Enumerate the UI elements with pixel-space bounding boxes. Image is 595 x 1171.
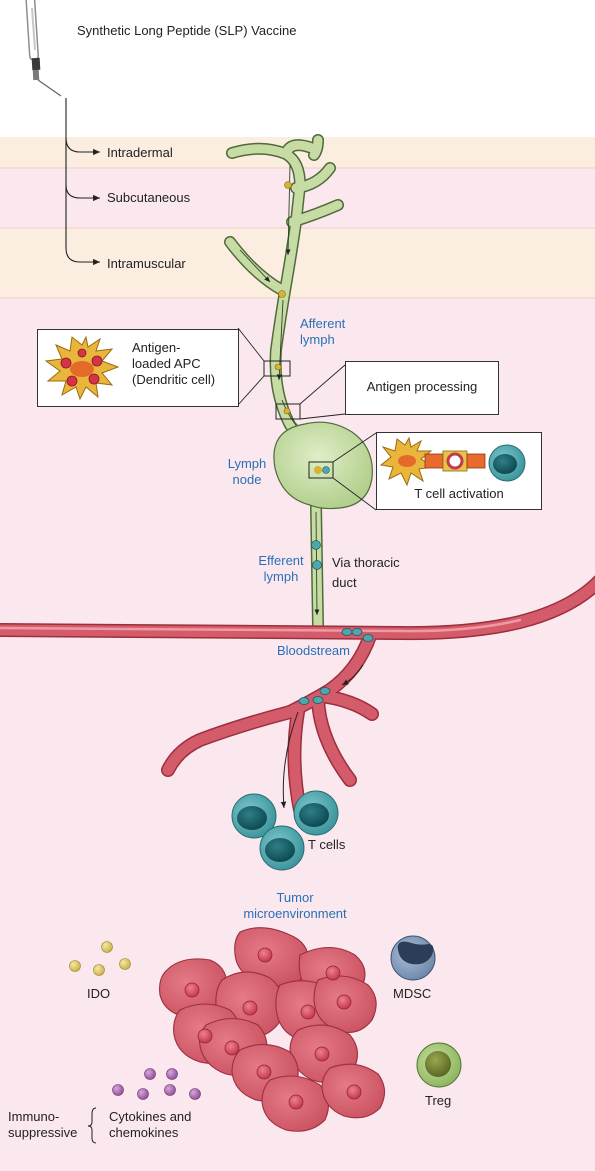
activation-callout-box: T cell activation	[376, 432, 542, 510]
antigen-particles	[274, 181, 292, 415]
route-intradermal: Intradermal	[107, 145, 173, 160]
route-subcutaneous: Subcutaneous	[107, 190, 191, 205]
immunosuppressive-label: Immuno-suppressive	[8, 1109, 78, 1140]
route-arrows	[65, 98, 100, 266]
antigen-processing-label: Antigen processing	[366, 379, 478, 394]
bloodstream-label: Bloodstream	[277, 643, 350, 658]
blood-t-cells	[298, 628, 374, 705]
treg-label: Treg	[425, 1093, 452, 1108]
apc-highlight	[263, 360, 291, 377]
syringe-icon	[25, 0, 62, 97]
blood-flow-arrow	[341, 664, 364, 686]
t-cell-activation-label: T cell activation	[414, 486, 504, 501]
t-cells-label: T cells	[308, 837, 346, 852]
ido-particles	[69, 941, 131, 976]
extravasation-arrow	[280, 711, 299, 809]
cytokine-particles	[112, 1068, 201, 1100]
ido-label: IDO	[87, 986, 111, 1001]
route-intramuscular: Intramuscular	[107, 256, 186, 271]
apc-label-line3: (Dendritic cell)	[132, 372, 216, 387]
apc-label-line2: loaded APC	[132, 356, 201, 371]
processing-highlight	[275, 403, 301, 420]
apc-label-line1: Antigen-	[132, 340, 181, 355]
t-cell-activation-icon	[379, 436, 526, 487]
brace-icon	[87, 1107, 97, 1144]
treg-cell	[416, 1042, 462, 1088]
lymph-node	[273, 421, 373, 510]
dendritic-cell-icon	[44, 335, 120, 401]
diagram-title: Synthetic Long Peptide (SLP) Vaccine	[77, 23, 297, 38]
tumor-nuclei	[184, 947, 362, 1110]
mdsc-label: MDSC	[393, 986, 432, 1001]
apc-callout-box: Antigen- loaded APC (Dendritic cell)	[37, 329, 239, 407]
efferent-t-cells	[311, 540, 322, 570]
callout-lines	[237, 327, 377, 511]
t-cell-group	[231, 790, 339, 871]
processing-callout-box: Antigen processing	[345, 361, 499, 415]
mdsc-cell	[390, 935, 436, 981]
